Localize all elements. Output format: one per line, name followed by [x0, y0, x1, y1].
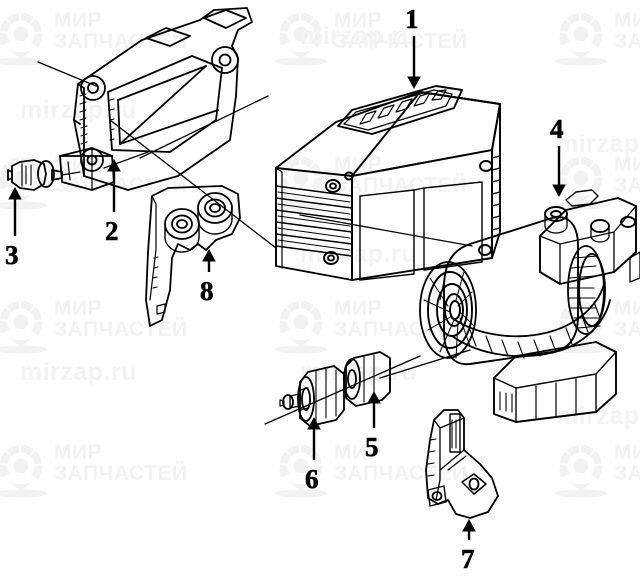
callout-number-1: 1	[405, 4, 419, 34]
callout-arrow-4	[552, 146, 566, 198]
callout-number-7: 7	[461, 544, 475, 574]
callout-number-2: 2	[105, 216, 119, 246]
part-damper-bushing	[343, 351, 391, 407]
callout-number-5: 5	[365, 432, 379, 462]
callout-number-4: 4	[550, 114, 564, 144]
callout-arrow-3	[8, 186, 22, 236]
callout-arrow-2	[107, 158, 121, 212]
callout-number-3: 3	[5, 240, 19, 270]
leader-lines	[37, 61, 473, 425]
part-bracket	[59, 7, 253, 191]
callout-arrow-5	[367, 390, 381, 428]
callout-arrow-7	[462, 518, 476, 540]
callout-arrow-8	[202, 248, 216, 272]
callout-number-8: 8	[200, 276, 214, 306]
callout-number-6: 6	[305, 464, 319, 494]
part-vibration-mount	[279, 365, 345, 427]
callout-arrow-6	[307, 416, 321, 460]
callout-arrow-1	[407, 36, 421, 90]
part-hydraulic-unit	[419, 189, 640, 423]
part-holder-bracket	[145, 185, 241, 327]
part-support-bracket	[425, 409, 499, 519]
